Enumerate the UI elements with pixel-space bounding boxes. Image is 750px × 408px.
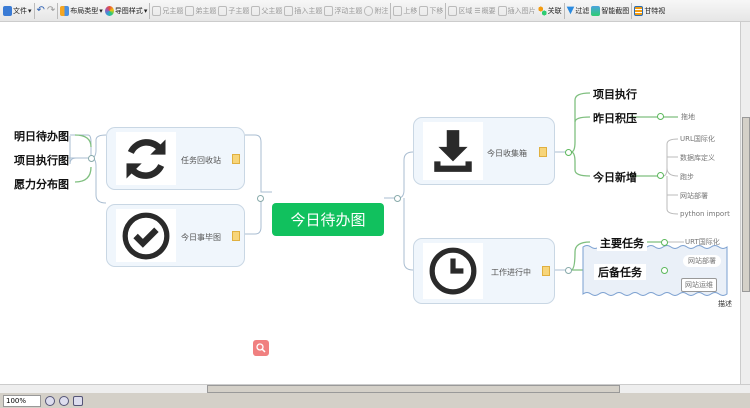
style-icon	[104, 5, 114, 16]
subtopic[interactable]: URT国际化	[685, 238, 720, 246]
relation-button[interactable]: 关联	[537, 2, 563, 20]
subtopic[interactable]: 网站运维	[681, 278, 717, 292]
boundary-icon	[448, 5, 458, 16]
file-icon	[3, 5, 12, 16]
subtopic[interactable]: 网站部署	[680, 192, 708, 200]
move-up-icon	[393, 5, 403, 16]
younger-topic-icon	[185, 5, 195, 16]
left-item[interactable]: 愿力分布图	[14, 178, 69, 191]
parent-topic-icon	[251, 5, 261, 16]
status-bar: 100%	[0, 393, 750, 408]
note-icon[interactable]	[542, 266, 550, 276]
horizontal-scroll-thumb[interactable]	[207, 385, 620, 393]
vertical-scroll-thumb[interactable]	[742, 117, 750, 292]
collapse-toggle[interactable]	[257, 195, 264, 202]
refresh-icon	[116, 132, 176, 185]
fit-screen-icon[interactable]	[73, 395, 83, 406]
layout-type-button[interactable]: 布局类型▾	[59, 2, 104, 20]
note-icon[interactable]	[539, 147, 547, 157]
parent-topic-button[interactable]: 父主题	[250, 2, 283, 20]
zoom-in-icon[interactable]	[59, 395, 69, 406]
summary-icon: ☰	[474, 6, 481, 15]
sibling-topic-button[interactable]: 兄主题	[151, 2, 184, 20]
filter-button[interactable]: ▼过滤	[566, 5, 590, 16]
note-icon[interactable]	[232, 154, 240, 164]
subtopic[interactable]: 数据库定义	[680, 154, 715, 162]
note-icon	[364, 5, 374, 16]
left-item[interactable]: 明日待办图	[14, 130, 69, 143]
topic[interactable]: 后备任务	[594, 264, 646, 280]
gantt-icon	[634, 5, 644, 16]
collapse-toggle[interactable]	[661, 239, 668, 246]
card-label: 任务回收站	[181, 156, 221, 165]
gantt-button[interactable]: 甘特视	[633, 2, 666, 20]
insert-topic-icon	[284, 5, 294, 16]
topic[interactable]: 昨日积压	[593, 112, 637, 125]
insert-image-icon	[497, 5, 507, 16]
central-topic[interactable]: 今日待办图	[272, 203, 384, 236]
layout-icon	[60, 5, 70, 16]
move-down-button[interactable]: 下移	[418, 2, 444, 20]
float-topic-icon	[324, 5, 334, 16]
float-topic-button[interactable]: 浮动主题	[323, 2, 363, 20]
card-label: 今日事毕图	[181, 233, 221, 242]
zoom-input[interactable]: 100%	[3, 394, 41, 407]
undo-button[interactable]: ↶	[36, 2, 46, 20]
insert-topic-button[interactable]: 插入主题	[283, 2, 323, 20]
search-button[interactable]	[253, 340, 269, 356]
insert-image-button[interactable]: 插入图片	[497, 2, 537, 20]
note-button[interactable]: 附注	[363, 2, 389, 20]
card-label: 今日收集箱	[487, 149, 527, 158]
map-style-button[interactable]: 导图样式▾	[104, 2, 149, 20]
subtopic[interactable]: 网站部署	[683, 255, 721, 267]
collapse-toggle[interactable]	[661, 267, 668, 274]
note-icon[interactable]	[232, 231, 240, 241]
filter-icon: ▼	[566, 5, 575, 16]
download-icon	[423, 122, 483, 180]
move-down-icon	[419, 5, 429, 16]
topic[interactable]: 今日新增	[593, 171, 637, 184]
subtopic[interactable]: 跑步	[680, 173, 694, 181]
undo-icon: ↶	[36, 5, 45, 16]
sibling-topic-icon	[152, 5, 162, 16]
child-topic-button[interactable]: 子主题	[217, 2, 250, 20]
collapse-toggle[interactable]	[657, 113, 664, 120]
redo-icon: ↷	[46, 5, 56, 16]
collapse-toggle[interactable]	[565, 149, 572, 156]
child-topic-icon	[218, 5, 228, 16]
card-recycle[interactable]: 任务回收站	[106, 127, 245, 190]
collapse-toggle[interactable]	[565, 267, 572, 274]
card-inbox[interactable]: 今日收集箱	[413, 117, 555, 185]
topic[interactable]: 项目执行	[593, 88, 637, 101]
clock-icon	[423, 243, 483, 299]
horizontal-scrollbar[interactable]	[0, 384, 750, 393]
boundary-label[interactable]: 描述	[718, 300, 732, 308]
subtopic[interactable]: python import	[680, 210, 730, 218]
redo-button[interactable]: ↷	[46, 2, 56, 20]
mindmap-canvas[interactable]: 明日待办图 项目执行图 愿力分布图 任务回收站 今日事毕图 今日待办图 今日收集…	[0, 22, 740, 384]
subtopic[interactable]: URL国际化	[680, 135, 715, 143]
screenshot-icon	[591, 5, 601, 16]
zoom-out-icon[interactable]	[45, 395, 55, 406]
collapse-toggle[interactable]	[88, 155, 95, 162]
vertical-scrollbar[interactable]	[740, 22, 750, 384]
subtopic[interactable]: 拖地	[681, 113, 695, 121]
toolbar: 文件▾ ↶ ↷ 布局类型▾ 导图样式▾ 兄主题 弟主题 子主题 父主题 插入主题…	[0, 0, 750, 22]
relation-icon	[537, 5, 547, 16]
topic[interactable]: 主要任务	[597, 235, 647, 251]
screenshot-button[interactable]: 智能截图	[590, 2, 630, 20]
card-label: 工作进行中	[491, 268, 531, 277]
collapse-toggle[interactable]	[657, 172, 664, 179]
younger-topic-button[interactable]: 弟主题	[184, 2, 217, 20]
search-icon	[256, 343, 266, 353]
card-done[interactable]: 今日事毕图	[106, 204, 245, 267]
boundary-button[interactable]: 区域	[447, 2, 473, 20]
move-up-button[interactable]: 上移	[392, 2, 418, 20]
card-in-progress[interactable]: 工作进行中	[413, 238, 555, 304]
collapse-toggle[interactable]	[394, 195, 401, 202]
left-item[interactable]: 项目执行图	[14, 154, 69, 167]
check-circle-icon	[116, 209, 176, 262]
file-menu[interactable]: 文件▾	[2, 2, 33, 20]
summary-button[interactable]: ☰概要	[474, 6, 496, 15]
